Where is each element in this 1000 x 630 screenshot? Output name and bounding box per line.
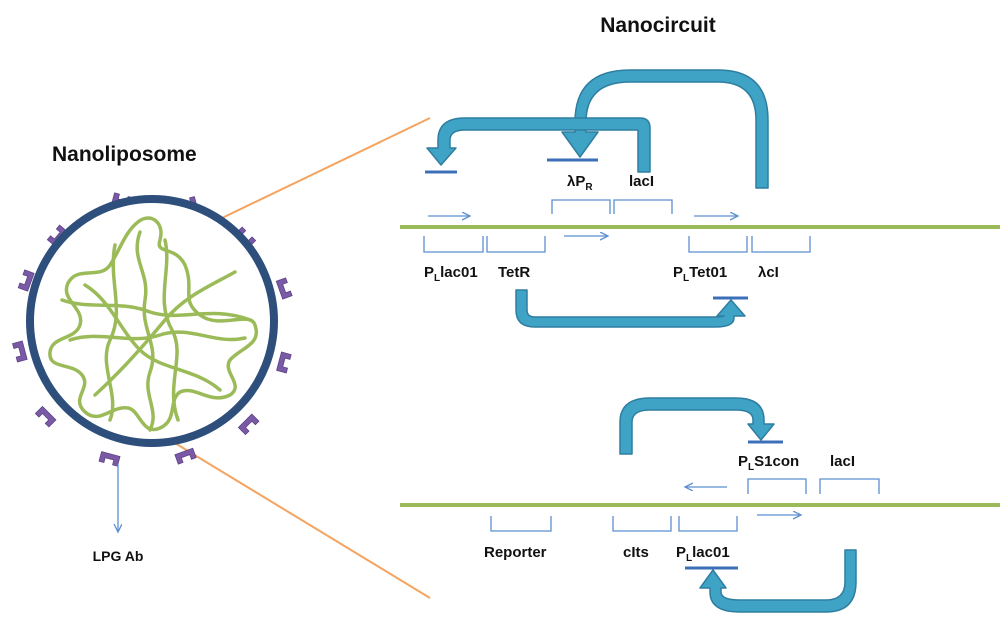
gene-brackets-2 <box>490 478 880 532</box>
transcription-arrows-1 <box>428 216 738 236</box>
bracket-clts <box>612 516 672 532</box>
ligand-icon <box>34 405 57 428</box>
nanocircuit-title: Nanocircuit <box>600 14 716 37</box>
zoom-line-bottom <box>164 436 431 599</box>
tetr-repression-arrow <box>515 289 746 328</box>
ligand-icon <box>174 447 197 465</box>
gene-brackets-1 <box>423 199 811 253</box>
circuit-1: λPR lacI PLlac01 TetR PLTet01 λcI <box>400 69 1000 328</box>
bracket-plac01 <box>423 236 484 253</box>
bracket-tetr <box>486 236 546 253</box>
clts-repression-arrow <box>619 397 775 455</box>
laci-top-label: lacI <box>629 173 654 190</box>
lambda-pr-label: λPR <box>567 173 593 193</box>
ligand-icon <box>98 451 121 467</box>
tetr-label: TetR <box>498 264 530 281</box>
circuit-2: PLS1con lacI Reporter cIts PLlac01 <box>400 397 1000 613</box>
bracket-ps1con <box>747 478 807 494</box>
ligand-icon <box>12 340 28 363</box>
lambda-ci-label: λcI <box>758 264 779 281</box>
bracket-ptet01 <box>688 236 748 253</box>
bracket-lambda-ci <box>751 236 811 253</box>
laci-repression-arrow-2 <box>699 549 857 613</box>
ligand-icon <box>276 351 292 374</box>
clts-label: cIts <box>623 544 649 561</box>
lpg-ab-label: LPG Ab <box>93 548 144 564</box>
bracket-laci-top <box>613 199 673 214</box>
ps1con-label: PLS1con <box>738 453 799 473</box>
laci-repression-arrow <box>426 117 651 173</box>
ligand-icon <box>275 277 293 300</box>
transcription-arrows-2 <box>685 487 801 515</box>
plac01-label-2: PLlac01 <box>676 544 730 564</box>
reporter-label: Reporter <box>484 544 547 561</box>
bracket-laci <box>819 478 880 494</box>
nanoliposome: Nanoliposome <box>12 143 293 564</box>
repression-arrows-2 <box>619 397 857 613</box>
bracket-plac01-2 <box>678 516 738 532</box>
bracket-lambda-pr <box>551 199 611 214</box>
ptet01-label: PLTet01 <box>673 264 727 284</box>
plac01-label: PLlac01 <box>424 264 478 284</box>
ligand-icon <box>237 413 260 436</box>
liposome-membrane <box>26 195 278 447</box>
ligand-icon <box>17 269 35 292</box>
repression-arrows-1 <box>426 69 769 328</box>
nanoliposome-title: Nanoliposome <box>52 143 197 166</box>
encapsulated-dna <box>48 216 259 432</box>
ci-repression-arrow <box>561 69 769 189</box>
laci-label-2: lacI <box>830 453 855 470</box>
bracket-reporter <box>490 516 552 532</box>
